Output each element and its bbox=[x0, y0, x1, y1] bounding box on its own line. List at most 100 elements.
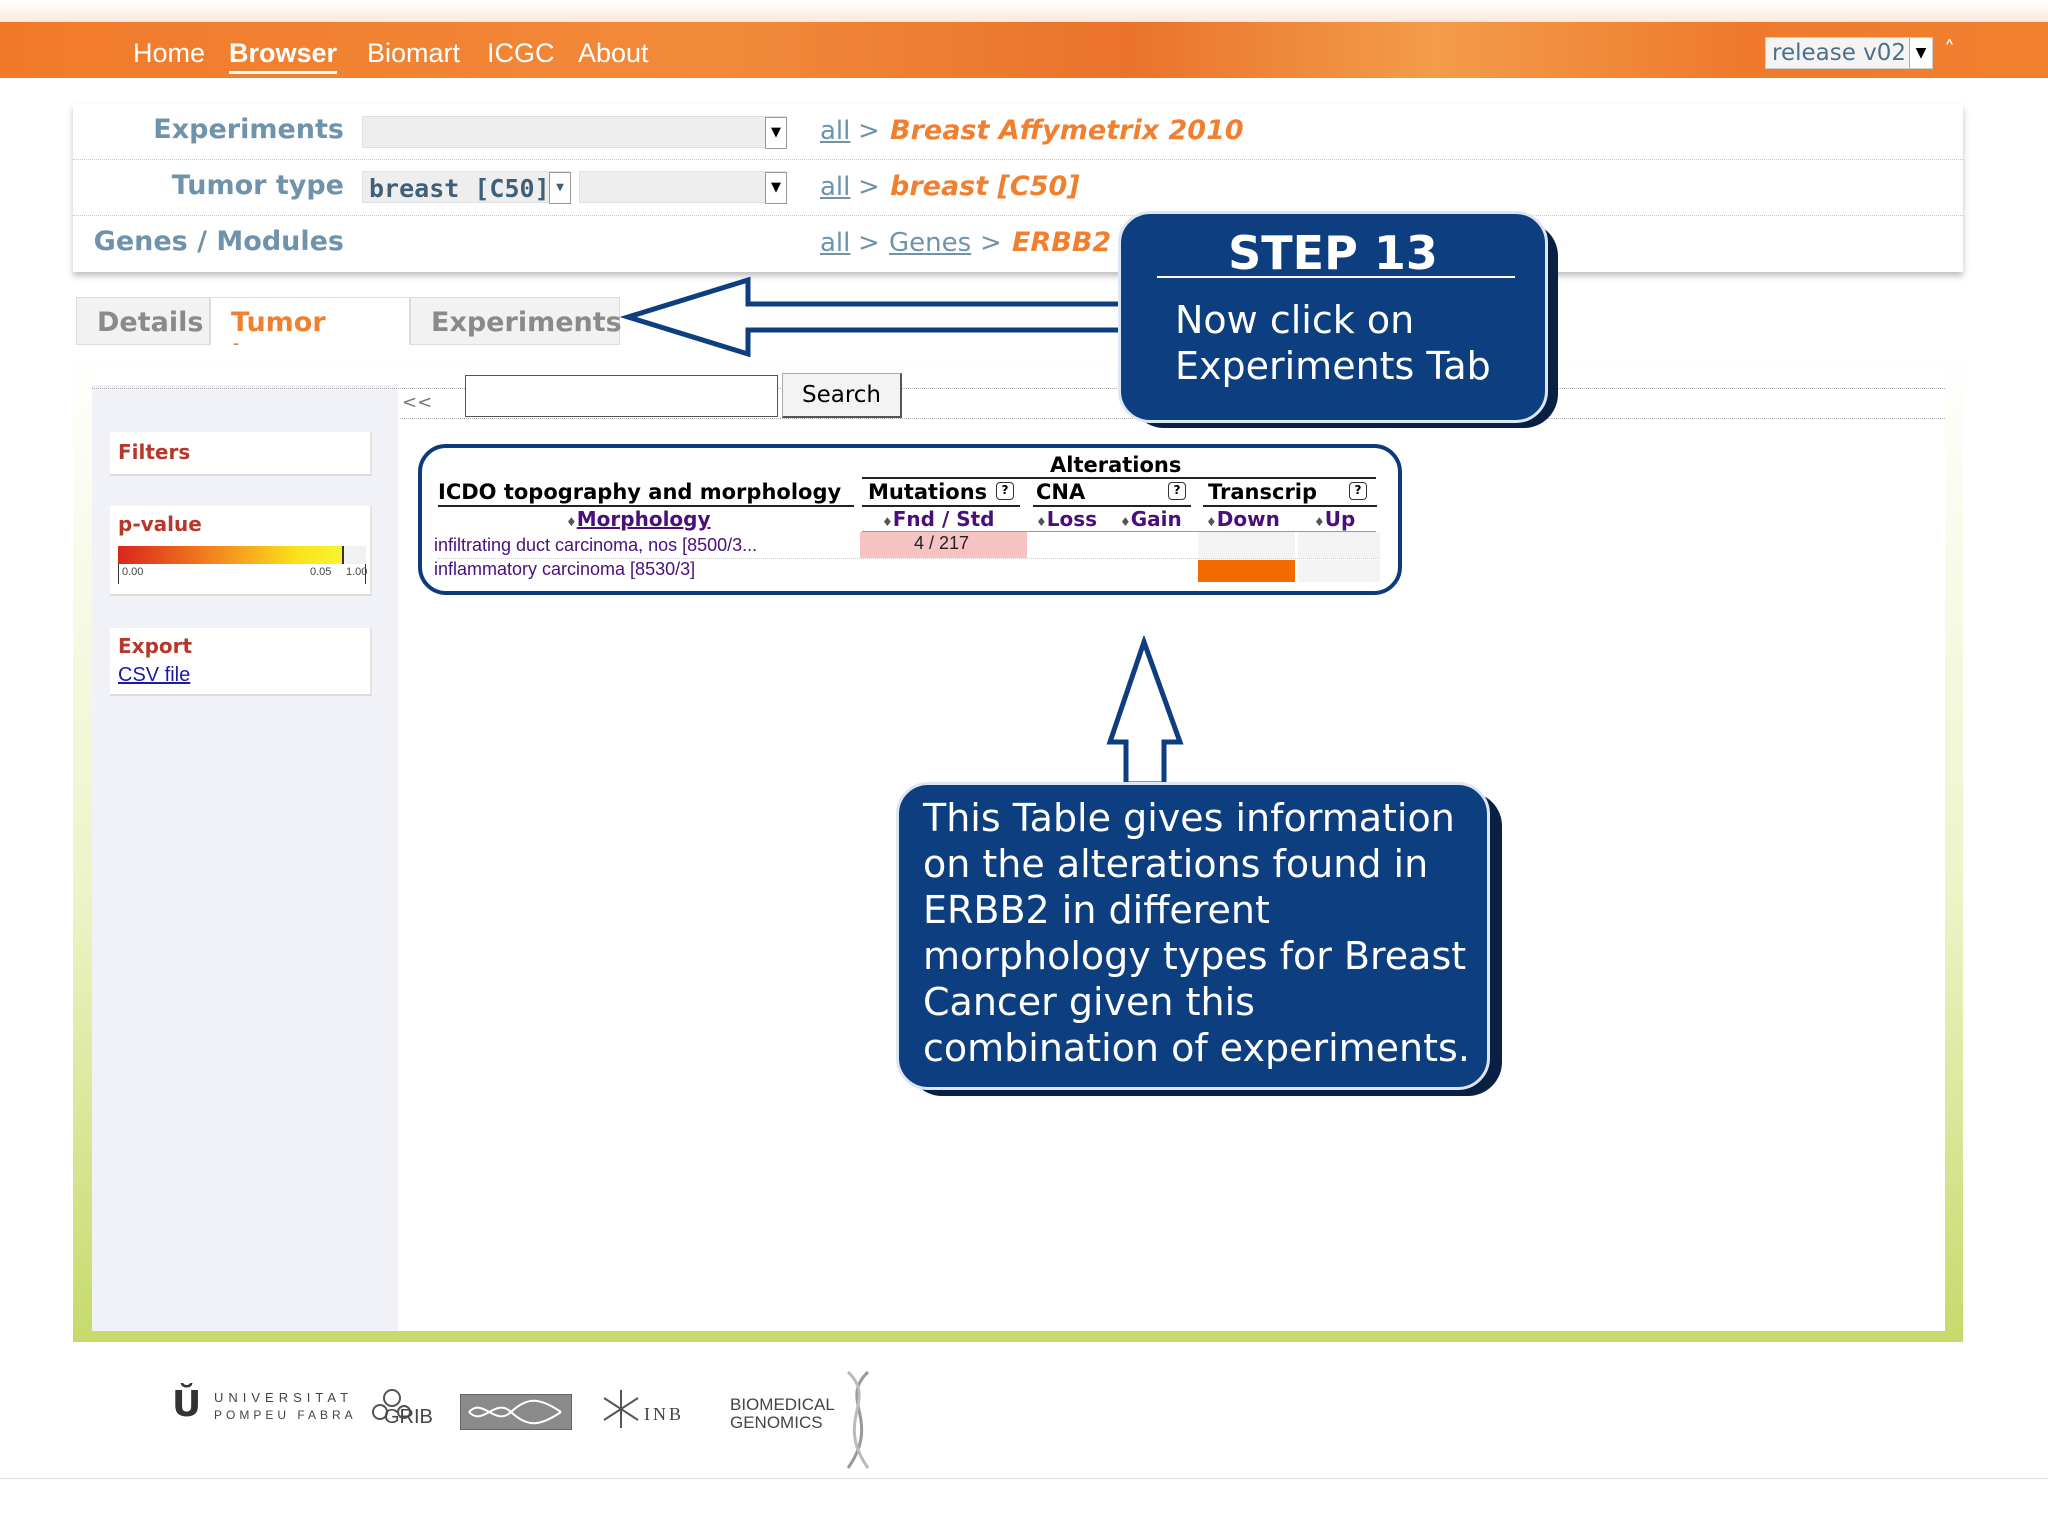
sort-fnd-std[interactable]: ♦Fnd / Std bbox=[882, 507, 995, 531]
header-rule bbox=[862, 505, 1020, 507]
crumb-separator: > bbox=[858, 172, 880, 202]
info-line-6: combination of experiments. bbox=[923, 1026, 1470, 1070]
step-title-rule bbox=[1157, 276, 1515, 278]
grib-label: GRIB bbox=[384, 1406, 433, 1428]
sort-down[interactable]: ♦Down bbox=[1206, 507, 1280, 531]
heat-cell-up-row2[interactable] bbox=[1298, 560, 1380, 582]
release-value: release v02 bbox=[1772, 40, 1907, 66]
bg-line-1: BIOMEDICAL bbox=[730, 1395, 835, 1414]
sub-fnd-std-label: Fnd / Std bbox=[892, 507, 995, 531]
divider bbox=[73, 215, 1963, 216]
chevron-down-icon[interactable]: ▼ bbox=[765, 172, 787, 204]
pvalue-tick-max: 1.00 bbox=[346, 566, 368, 578]
nav-about[interactable]: About bbox=[578, 38, 649, 68]
table-cell-mutations: 4 / 217 bbox=[914, 533, 970, 553]
table-row-name[interactable]: infiltrating duct carcinoma, nos [8500/3… bbox=[434, 535, 758, 555]
chevron-down-icon[interactable]: ▼ bbox=[1909, 38, 1932, 68]
sub-gain-label: Gain bbox=[1130, 507, 1182, 531]
search-input[interactable] bbox=[465, 375, 778, 417]
header-rule bbox=[1203, 505, 1377, 507]
step-callout: STEP 13 Now click on Experiments Tab bbox=[1118, 211, 1548, 423]
collapse-sidebar-button[interactable]: << bbox=[402, 392, 433, 413]
export-box: Export CSV file bbox=[110, 628, 372, 696]
export-title: Export bbox=[118, 634, 193, 658]
experiments-label: Experiments bbox=[153, 114, 344, 145]
grib-molecule-icon bbox=[372, 1389, 411, 1420]
genes-crumb-all[interactable]: all bbox=[820, 228, 851, 258]
genes-crumb-genes[interactable]: Genes bbox=[889, 228, 972, 258]
col-cna-header: CNA bbox=[1036, 480, 1086, 504]
collapse-header-icon[interactable]: ˄ bbox=[1944, 38, 1955, 63]
sort-morphology[interactable]: ♦Morphology bbox=[566, 507, 711, 531]
crumb-separator: > bbox=[980, 228, 1002, 258]
heat-cell-up-row1[interactable] bbox=[1298, 532, 1380, 558]
crumb-separator: > bbox=[858, 228, 880, 258]
csv-file-link[interactable]: CSV file bbox=[118, 664, 191, 686]
nav-icgc[interactable]: ICGC bbox=[487, 38, 555, 68]
header-rule bbox=[862, 477, 1376, 479]
bioinformatics-logo[interactable] bbox=[460, 1394, 572, 1430]
sub-loss-label: Loss bbox=[1046, 507, 1098, 531]
upf-emblem-icon: Ŭ bbox=[172, 1384, 202, 1425]
experiments-crumb-all[interactable]: all bbox=[820, 116, 851, 146]
dna-strand-icon bbox=[468, 1399, 562, 1425]
genes-crumb-current: ERBB2 bbox=[1012, 227, 1112, 258]
inb-label: INB bbox=[644, 1404, 684, 1424]
tumor-crumb-all[interactable]: all bbox=[820, 172, 851, 202]
heat-cell-down-row1[interactable] bbox=[1198, 532, 1295, 558]
tumor-type-label: Tumor type bbox=[171, 170, 344, 201]
step-line-1: Now click on bbox=[1175, 298, 1415, 342]
table-row-name[interactable]: inflammatory carcinoma [8530/3] bbox=[434, 559, 696, 579]
info-line-4: morphology types for Breast bbox=[923, 934, 1467, 978]
nav-home[interactable]: Home bbox=[133, 38, 206, 68]
pvalue-scale-tail bbox=[342, 546, 366, 564]
chevron-down-icon[interactable]: ▼ bbox=[765, 117, 787, 149]
sub-up-label: Up bbox=[1324, 507, 1356, 531]
divider bbox=[73, 159, 1963, 160]
info-callout: This Table gives information on the alte… bbox=[896, 782, 1490, 1090]
col-icdo-header: ICDO topography and morphology bbox=[438, 480, 842, 504]
biomedical-genomics-logo[interactable]: BIOMEDICAL GENOMICS bbox=[730, 1396, 835, 1432]
cna-help-icon[interactable]: ? bbox=[1168, 480, 1186, 500]
pvalue-tick-mid: 0.05 bbox=[310, 566, 332, 578]
upf-line-1: UNIVERSITAT bbox=[214, 1390, 354, 1405]
tab-tumor-type[interactable]: Tumor type bbox=[210, 297, 410, 369]
sort-gain[interactable]: ♦Gain bbox=[1120, 507, 1182, 531]
pvalue-title: p-value bbox=[118, 512, 202, 536]
sort-up[interactable]: ♦Up bbox=[1314, 507, 1356, 531]
heat-cell-mutations-row1[interactable] bbox=[860, 532, 1027, 558]
info-line-1: This Table gives information bbox=[923, 796, 1455, 840]
pvalue-box: p-value 0.00 0.05 1.00 bbox=[110, 506, 372, 596]
sort-loss[interactable]: ♦Loss bbox=[1036, 507, 1098, 531]
info-line-5: Cancer given this bbox=[923, 980, 1255, 1024]
sub-down-label: Down bbox=[1216, 507, 1280, 531]
header-rule bbox=[1033, 505, 1191, 507]
alterations-group-header: Alterations bbox=[1050, 453, 1182, 477]
tumor-crumb-current: breast [C50] bbox=[890, 171, 1080, 202]
heat-cell-down-row2[interactable] bbox=[1198, 560, 1295, 582]
transcrip-help-icon[interactable]: ? bbox=[1349, 480, 1367, 500]
top-header-strip bbox=[0, 0, 2048, 22]
footer-divider bbox=[0, 1478, 2048, 1479]
mutations-help-icon[interactable]: ? bbox=[996, 480, 1014, 500]
experiments-select[interactable]: ▼ bbox=[362, 116, 787, 149]
tumor-type-value: breast [C50] bbox=[369, 174, 550, 203]
header-rule bbox=[438, 505, 854, 507]
inb-star-icon bbox=[603, 1390, 639, 1428]
nav-biomart[interactable]: Biomart bbox=[367, 38, 461, 68]
info-line-3: ERBB2 in different bbox=[923, 888, 1270, 932]
search-button[interactable]: Search bbox=[782, 373, 902, 418]
divider bbox=[92, 388, 1945, 389]
filters-title: Filters bbox=[118, 440, 191, 464]
chevron-down-icon[interactable]: ▼ bbox=[549, 172, 571, 204]
nav-browser[interactable]: Browser bbox=[229, 38, 338, 74]
release-select[interactable]: release v02 ▼ bbox=[1765, 37, 1933, 69]
experiments-crumb-current: Breast Affymetrix 2010 bbox=[890, 115, 1244, 146]
tab-experiments[interactable]: Experiments bbox=[410, 297, 622, 345]
bg-line-2: GENOMICS bbox=[730, 1413, 823, 1432]
header-rule bbox=[862, 531, 1376, 532]
tumor-subtype-select[interactable]: ▼ bbox=[579, 171, 787, 204]
row-separator bbox=[438, 558, 1380, 559]
tumor-type-select[interactable]: breast [C50] ▼ bbox=[362, 171, 571, 204]
tab-details[interactable]: Details bbox=[76, 297, 210, 345]
